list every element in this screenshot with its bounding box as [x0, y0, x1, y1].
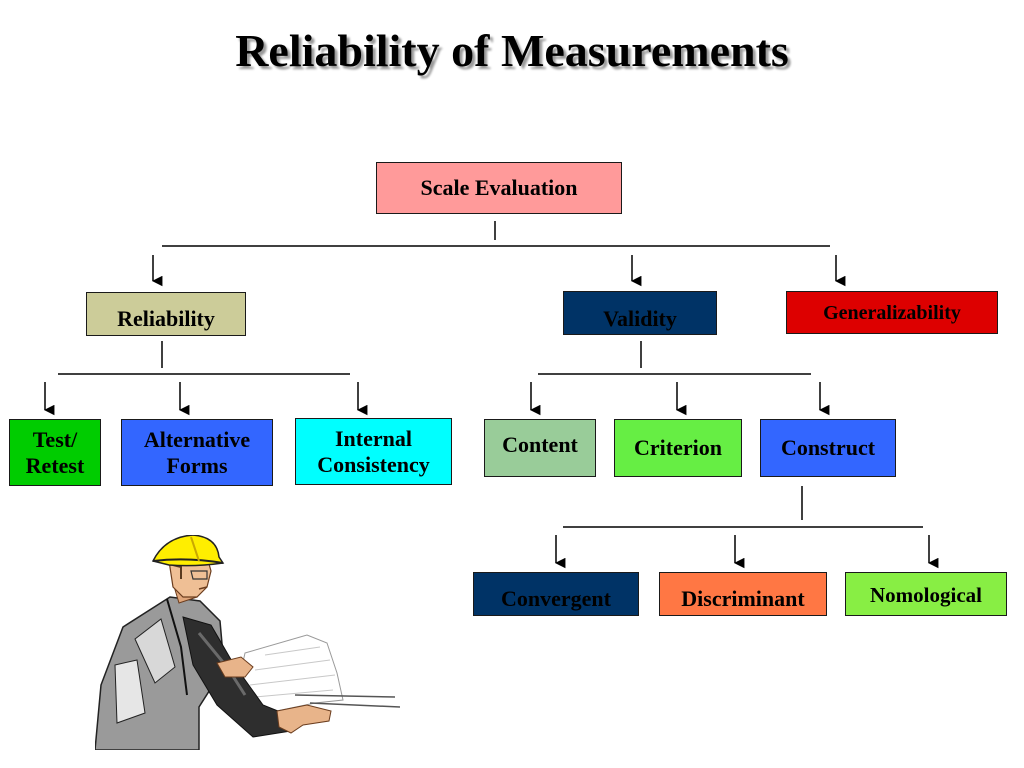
node-alternative-forms-line2: Forms — [166, 452, 228, 478]
node-criterion: Criterion — [614, 419, 742, 477]
node-test-retest-line1: Test/ — [32, 427, 78, 453]
node-discriminant-label: Discriminant — [681, 586, 805, 612]
node-criterion-label: Criterion — [634, 435, 722, 461]
node-construct-label: Construct — [780, 435, 876, 461]
node-internal-consistency: Internal Consistency — [295, 418, 452, 485]
node-generalizability-label: Generalizability — [823, 302, 961, 324]
node-test-retest-line2: Retest — [25, 452, 85, 478]
node-alternative-forms: Alternative Forms — [121, 419, 273, 486]
node-scale-evaluation-label: Scale Evaluation — [420, 175, 578, 201]
node-test-retest: Test/ Retest — [9, 419, 101, 486]
page-title: Reliability of Measurements — [235, 25, 789, 76]
node-content-label: Content — [502, 432, 578, 458]
node-internal-consistency-line1: Internal — [334, 426, 412, 452]
node-construct: Construct — [760, 419, 896, 477]
node-validity-label: Validity — [603, 306, 677, 332]
node-validity: Validity — [563, 291, 717, 335]
node-reliability: Reliability — [86, 292, 246, 336]
node-convergent: Convergent — [473, 572, 639, 616]
node-discriminant: Discriminant — [659, 572, 827, 616]
node-scale-evaluation: Scale Evaluation — [376, 162, 622, 214]
node-alternative-forms-line1: Alternative — [143, 427, 251, 453]
node-nomological: Nomological — [845, 572, 1007, 616]
node-internal-consistency-line2: Consistency — [317, 451, 430, 477]
node-generalizability: Generalizability — [786, 291, 998, 334]
node-nomological-label: Nomological — [870, 583, 982, 607]
node-content: Content — [484, 419, 596, 477]
node-convergent-label: Convergent — [501, 586, 611, 612]
node-reliability-label: Reliability — [117, 306, 215, 332]
construction-worker-with-blueprints-icon — [95, 535, 401, 750]
